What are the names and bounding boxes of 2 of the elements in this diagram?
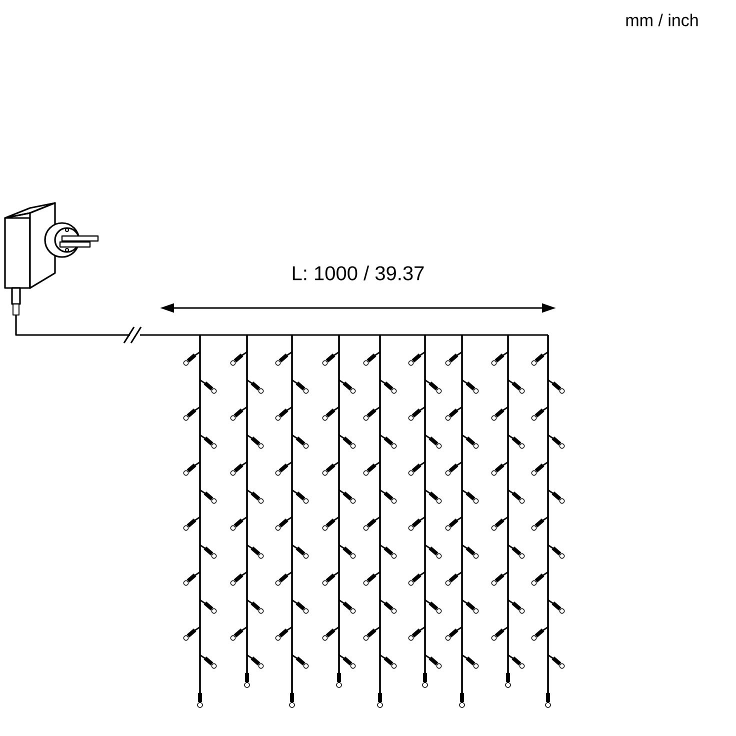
dimension-label: L: 1000 / 39.37 <box>292 266 424 280</box>
unit-label: mm / inch <box>626 14 698 26</box>
